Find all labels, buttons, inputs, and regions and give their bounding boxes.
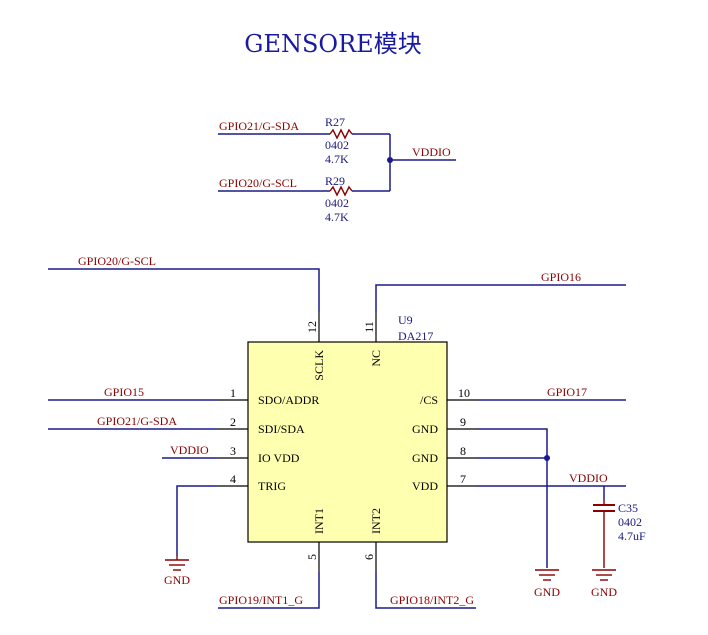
r27-net-label: GPIO21/G-SDA	[219, 119, 299, 133]
pin-2-number: 2	[230, 415, 236, 429]
pullup-section: GPIO21/G-SDA GPIO20/G-SCL VDDIO R27 0402…	[218, 115, 456, 224]
gpio17-net-label: GPIO17	[547, 385, 587, 399]
sclk-net-label: GPIO20/G-SCL	[78, 254, 156, 268]
gpio16-wire	[375, 284, 626, 312]
r29-value: 4.7K	[325, 210, 349, 224]
cap-designator: C35	[618, 501, 638, 515]
pin-11-label: NC	[369, 350, 383, 367]
pin-4-label: TRIG	[258, 479, 286, 493]
int2-net-label: GPIO18/INT2_G	[390, 593, 474, 607]
pullup-vddio-label: VDDIO	[412, 145, 451, 159]
pin-9-number: 9	[460, 415, 466, 429]
pin-7-number: 7	[460, 472, 466, 486]
pin-1-number: 1	[230, 386, 236, 400]
int2-wire	[375, 572, 476, 609]
pin-1-label: SDO/ADDR	[258, 393, 319, 407]
gpio15-net-label: GPIO15	[104, 385, 144, 399]
cap-value: 4.7uF	[618, 529, 646, 543]
r27-designator: R27	[325, 115, 345, 129]
cap-package: 0402	[618, 515, 642, 529]
pin-10-number: 10	[458, 386, 470, 400]
pin-3-label: IO VDD	[258, 451, 300, 465]
pin-11-number: 11	[362, 321, 376, 333]
pin-7-label: VDD	[412, 479, 438, 493]
pin-9-label: GND	[412, 422, 438, 436]
r29-resistor-symbol	[329, 185, 353, 197]
junction-dot	[387, 157, 393, 163]
sda-net-label: GPIO21/G-SDA	[97, 414, 177, 428]
pin-5-label: INT1	[312, 508, 326, 534]
r29-designator: R29	[325, 174, 345, 188]
gnd-label-cap: GND	[591, 585, 617, 599]
r29-package: 0402	[325, 196, 349, 210]
gnd-bus-wire	[477, 428, 548, 568]
gnd-symbol-chip: GND	[534, 569, 560, 599]
pin-10-label: /CS	[420, 393, 438, 407]
iovdd-net-label: VDDIO	[170, 443, 209, 457]
r27-package: 0402	[325, 138, 349, 152]
pin-8-number: 8	[460, 444, 466, 458]
schematic-title: GENSORE模块	[244, 30, 421, 58]
pin-4-number: 4	[230, 472, 236, 486]
chip-body	[247, 341, 448, 543]
gnd-label-trig: GND	[164, 573, 190, 587]
u9-chip: U9 DA217 1 2 3 4 SDO/ADDR SDI/SDA IO VDD…	[218, 312, 477, 572]
int1-wire	[218, 572, 320, 609]
int1-net-label: GPIO19/INT1_G	[219, 593, 303, 607]
pin-12-label: SCLK	[312, 350, 326, 381]
pin-12-number: 12	[305, 321, 319, 333]
chip-designator: U9	[398, 313, 413, 327]
pin-6-number: 6	[362, 554, 376, 560]
r27-value: 4.7K	[325, 152, 349, 166]
gnd-junction-dot	[544, 455, 550, 461]
vdd-net-label: VDDIO	[569, 471, 608, 485]
gnd-symbol-cap: GND	[591, 569, 617, 599]
pin-3-number: 3	[230, 444, 236, 458]
capacitor-c35: C35 0402 4.7uF	[593, 486, 646, 568]
pin-5-number: 5	[305, 554, 319, 560]
sclk-wire	[48, 268, 320, 312]
trig-wire	[176, 485, 218, 556]
pin-6-label: INT2	[369, 508, 383, 534]
gnd-label-chip: GND	[534, 585, 560, 599]
pin-8-label: GND	[412, 451, 438, 465]
chip-part-number: DA217	[398, 329, 433, 343]
gpio16-net-label: GPIO16	[541, 270, 581, 284]
gnd-symbol-trig: GND	[164, 556, 190, 587]
chip-wiring: GPIO20/G-SCL GPIO16 GPIO15 GPIO21/G-SDA …	[48, 254, 626, 609]
r27-resistor-symbol	[329, 128, 353, 140]
pin-2-label: SDI/SDA	[258, 422, 305, 436]
r29-net-label: GPIO20/G-SCL	[219, 176, 297, 190]
